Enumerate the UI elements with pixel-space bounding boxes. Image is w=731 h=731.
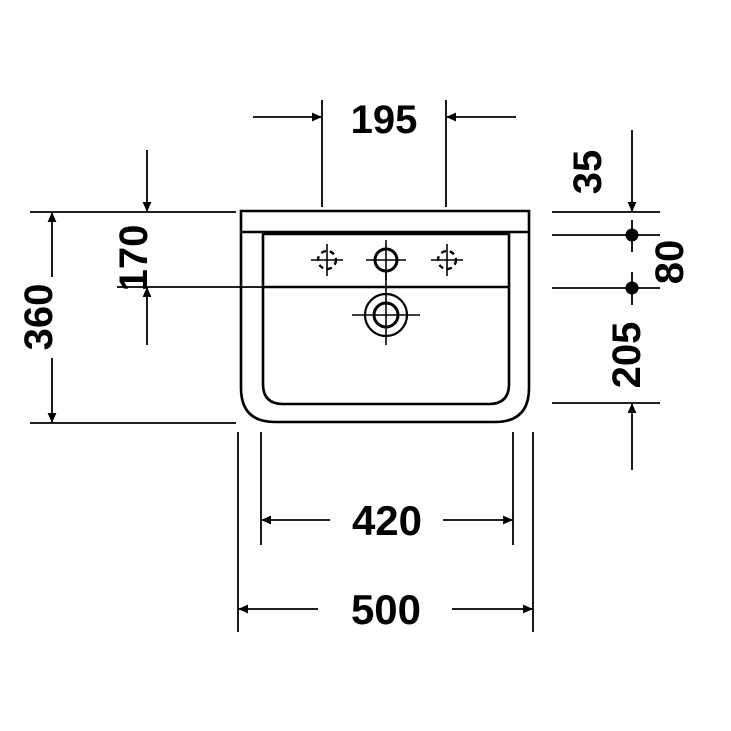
dimension-label-360: 360 — [17, 284, 61, 351]
dimension-500-group — [237, 432, 534, 632]
dimension-label-35: 35 — [566, 150, 610, 195]
fixing-points-group — [552, 220, 660, 305]
dimension-label-170: 170 — [112, 225, 156, 292]
dimension-label-205: 205 — [605, 322, 649, 389]
lower-fixing-point — [552, 272, 660, 305]
dimension-360-group — [30, 211, 236, 424]
left-tap-hole — [311, 244, 343, 276]
dimension-205-group — [552, 402, 660, 470]
dimension-420-group — [260, 432, 514, 545]
dimension-label-500: 500 — [351, 586, 421, 633]
basin-inner-deck — [261, 232, 511, 406]
upper-fixing-point — [552, 220, 660, 252]
basin-outer-body — [239, 209, 531, 424]
right-tap-hole — [431, 244, 463, 276]
drain-waste-outlet — [352, 272, 420, 345]
dimension-label-420: 420 — [352, 497, 422, 544]
tap-holes-group — [311, 240, 463, 280]
dimension-170-group — [117, 150, 262, 345]
dimension-35-group — [552, 130, 660, 213]
dimension-195-group — [253, 100, 516, 207]
dimension-label-80: 80 — [648, 240, 692, 285]
dimension-label-195: 195 — [351, 98, 418, 142]
